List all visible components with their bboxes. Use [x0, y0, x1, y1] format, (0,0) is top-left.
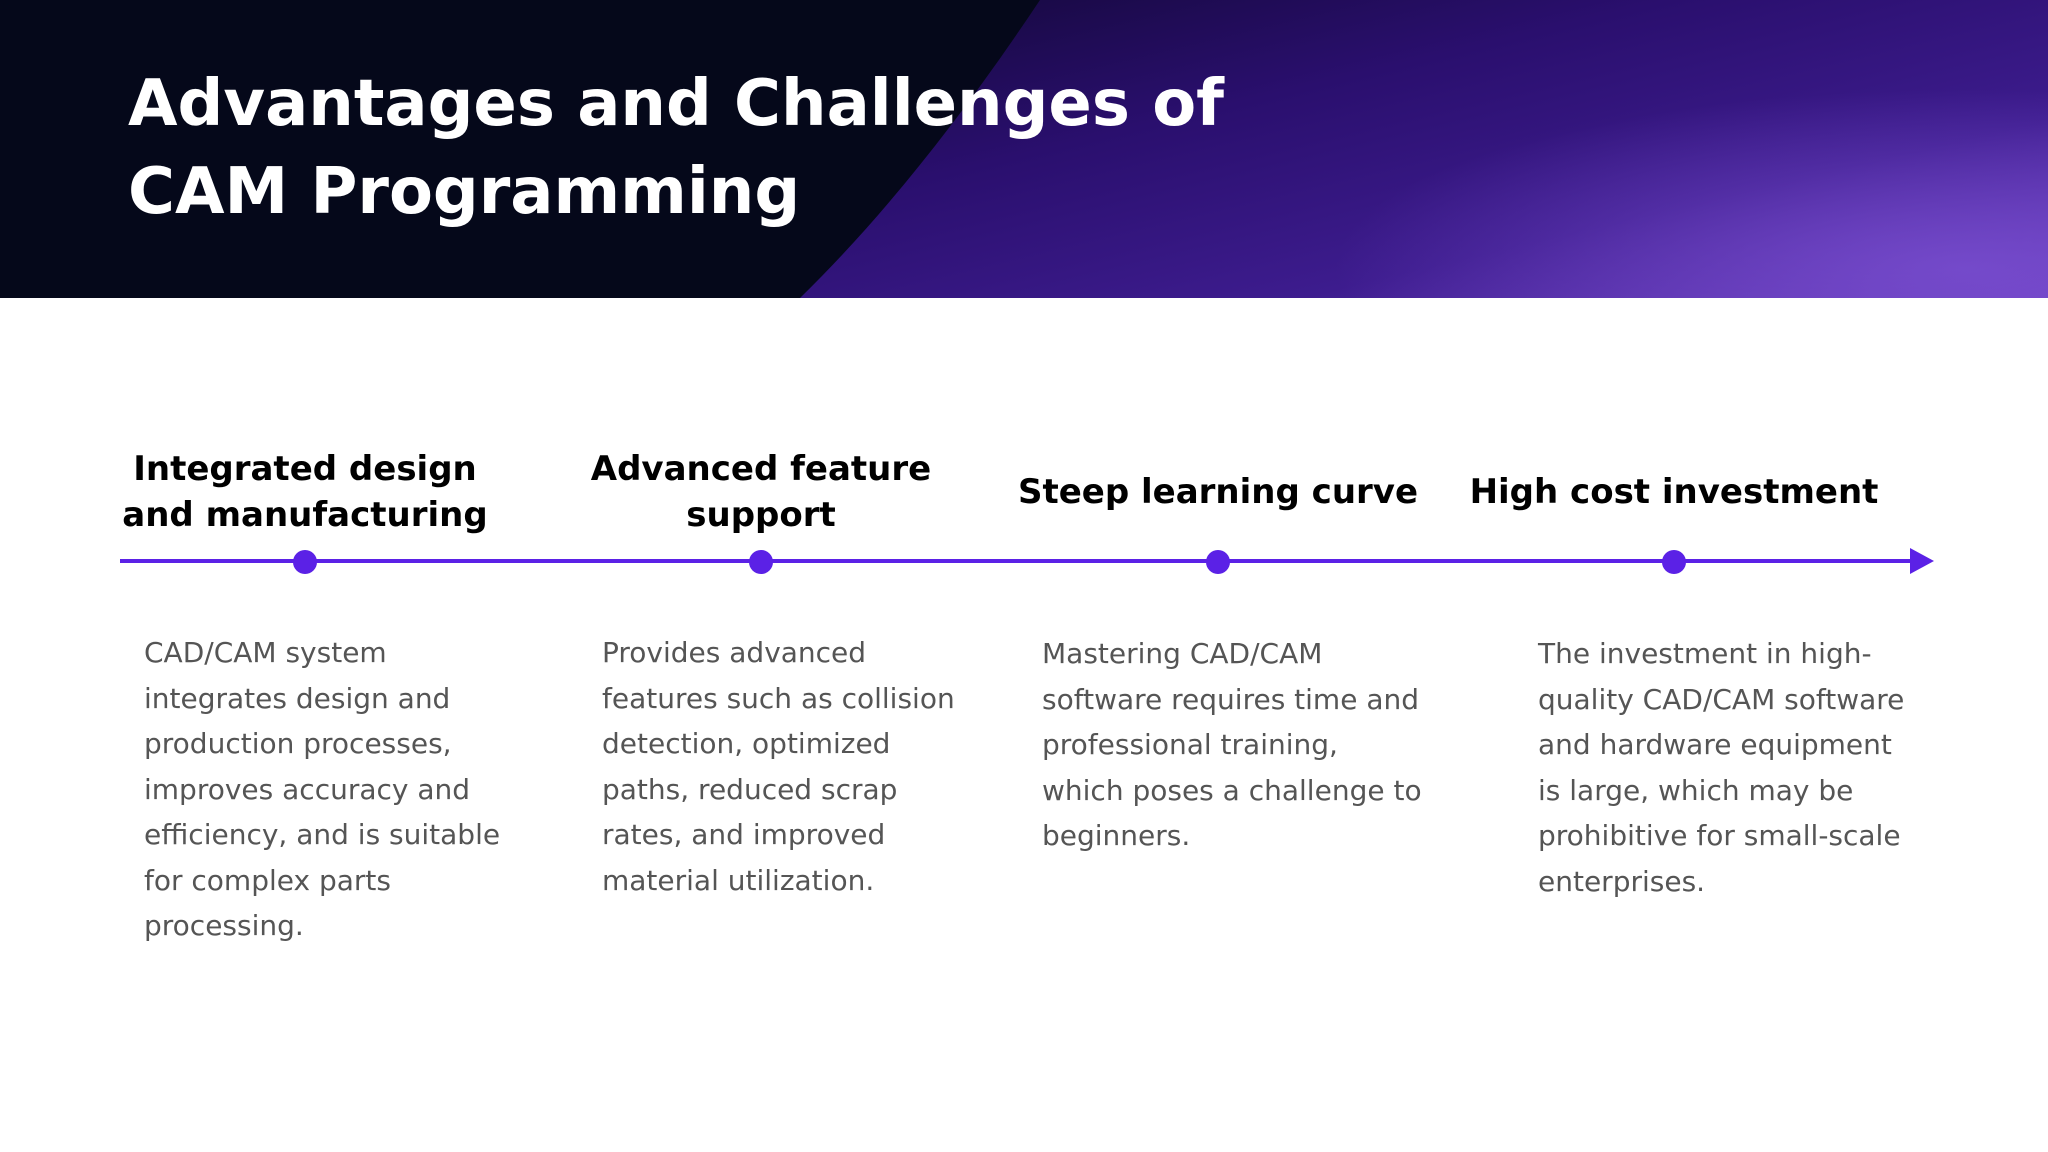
- step-heading-1: Integrated design and manufacturing: [95, 442, 515, 538]
- step-heading-3: Steep learning curve: [1008, 465, 1428, 515]
- timeline-marker: [293, 550, 317, 574]
- step-heading-4: High cost investment: [1464, 465, 1884, 515]
- step-heading-text: High cost investment: [1469, 472, 1879, 512]
- timeline-arrowhead: [1910, 548, 1934, 574]
- step-heading-text: Advanced feature support: [590, 449, 932, 535]
- header-background: [0, 0, 2048, 298]
- header-band: Advantages and Challenges of CAM Program…: [0, 0, 2048, 298]
- header-glow: [1000, 0, 2048, 298]
- page-title: Advantages and Challenges of CAM Program…: [128, 67, 1224, 229]
- timeline-marker: [749, 550, 773, 574]
- step-heading-text: Steep learning curve: [1017, 472, 1419, 512]
- timeline-marker: [1662, 550, 1686, 574]
- step-description-4: The investment in high-quality CAD/CAM s…: [1538, 637, 1905, 898]
- step-heading-text: Integrated design and manufacturing: [122, 449, 488, 535]
- step-description-2: Provides advanced features such as colli…: [602, 636, 955, 897]
- step-description-1: CAD/CAM system integrates design and pro…: [144, 636, 501, 942]
- step-heading-2: Advanced feature support: [551, 442, 971, 538]
- timeline-marker: [1206, 550, 1230, 574]
- step-description-3: Mastering CAD/CAM software requires time…: [1042, 637, 1422, 852]
